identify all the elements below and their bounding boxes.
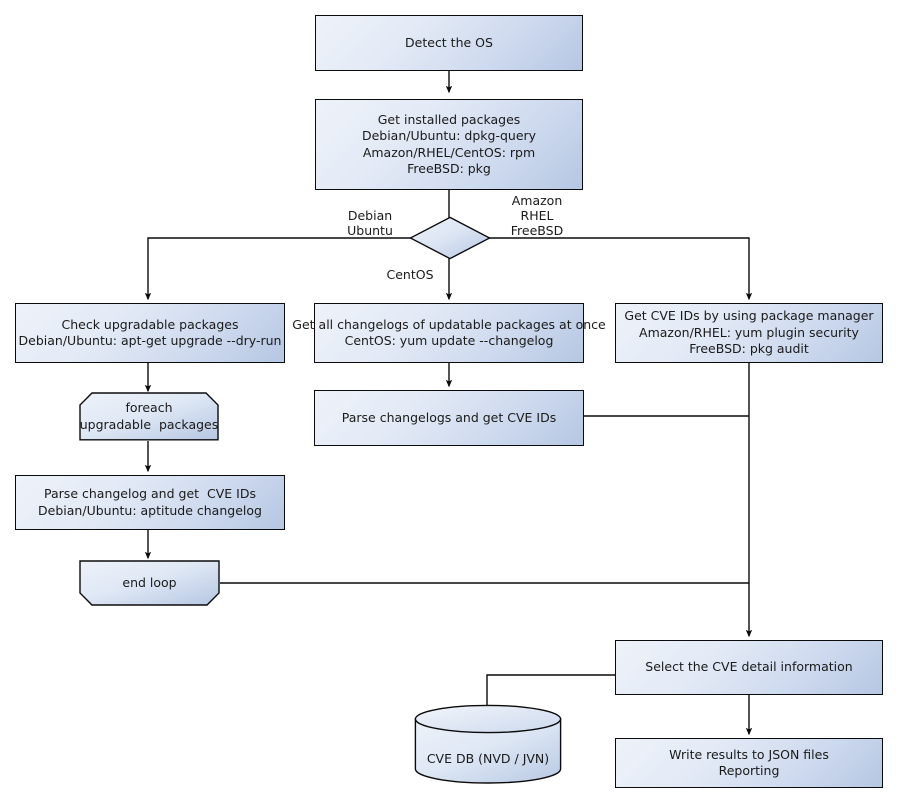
node-get-installed-packages[interactable]: Get installed packages Debian/Ubuntu: dp… <box>315 99 583 190</box>
node-parse-changelog-debian[interactable]: Parse changelog and get CVE IDs Debian/U… <box>15 475 285 530</box>
node-os-decision[interactable] <box>409 216 491 260</box>
node-get-cve-ids-package-manager-label: Get CVE IDs by using package manager Ama… <box>624 308 874 357</box>
node-check-upgradable-packages[interactable]: Check upgradable packages Debian/Ubuntu:… <box>15 303 285 363</box>
node-parse-changelog-debian-label: Parse changelog and get CVE IDs Debian/U… <box>38 486 262 518</box>
edge-decision-amazon <box>489 237 753 301</box>
edge-label-debian-ubuntu: Debian Ubuntu <box>347 208 393 238</box>
node-foreach-loop-start[interactable]: foreach upgradable packages <box>79 392 219 441</box>
node-end-loop[interactable]: end loop <box>79 560 220 606</box>
node-write-results-label: Write results to JSON files Reporting <box>669 746 829 779</box>
node-get-cve-ids-package-manager[interactable]: Get CVE IDs by using package manager Ama… <box>615 303 883 363</box>
node-parse-changelogs-centos[interactable]: Parse changelogs and get CVE IDs <box>314 390 584 446</box>
node-get-all-changelogs[interactable]: Get all changelogs of updatable packages… <box>292 303 606 363</box>
node-check-upgradable-packages-label: Check upgradable packages Debian/Ubuntu:… <box>18 316 282 349</box>
node-detect-the-os-label: Detect the OS <box>405 34 493 50</box>
node-cve-db[interactable]: CVE DB (NVD / JVN) <box>414 704 562 784</box>
edge-label-amazon-rhel-freebsd: Amazon RHEL FreeBSD <box>510 193 564 238</box>
node-get-all-changelogs-label: Get all changelogs of updatable packages… <box>292 316 606 349</box>
node-detect-the-os[interactable]: Detect the OS <box>315 15 583 71</box>
edge-decision-debian <box>144 237 411 301</box>
node-os-decision-label <box>409 216 491 260</box>
node-select-cve-detail[interactable]: Select the CVE detail information <box>615 640 883 695</box>
edge-label-centos: CentOS <box>386 267 434 282</box>
node-parse-changelogs-centos-label: Parse changelogs and get CVE IDs <box>341 409 557 425</box>
edge-select-to-cvedb <box>486 674 615 707</box>
node-foreach-loop-start-label: foreach upgradable packages <box>79 400 219 432</box>
node-cve-db-label: CVE DB (NVD / JVN) <box>426 750 550 766</box>
node-write-results[interactable]: Write results to JSON files Reporting <box>615 738 883 788</box>
node-end-loop-label: end loop <box>122 574 177 590</box>
node-get-installed-packages-label: Get installed packages Debian/Ubuntu: dp… <box>361 111 537 177</box>
node-select-cve-detail-label: Select the CVE detail information <box>645 659 853 675</box>
